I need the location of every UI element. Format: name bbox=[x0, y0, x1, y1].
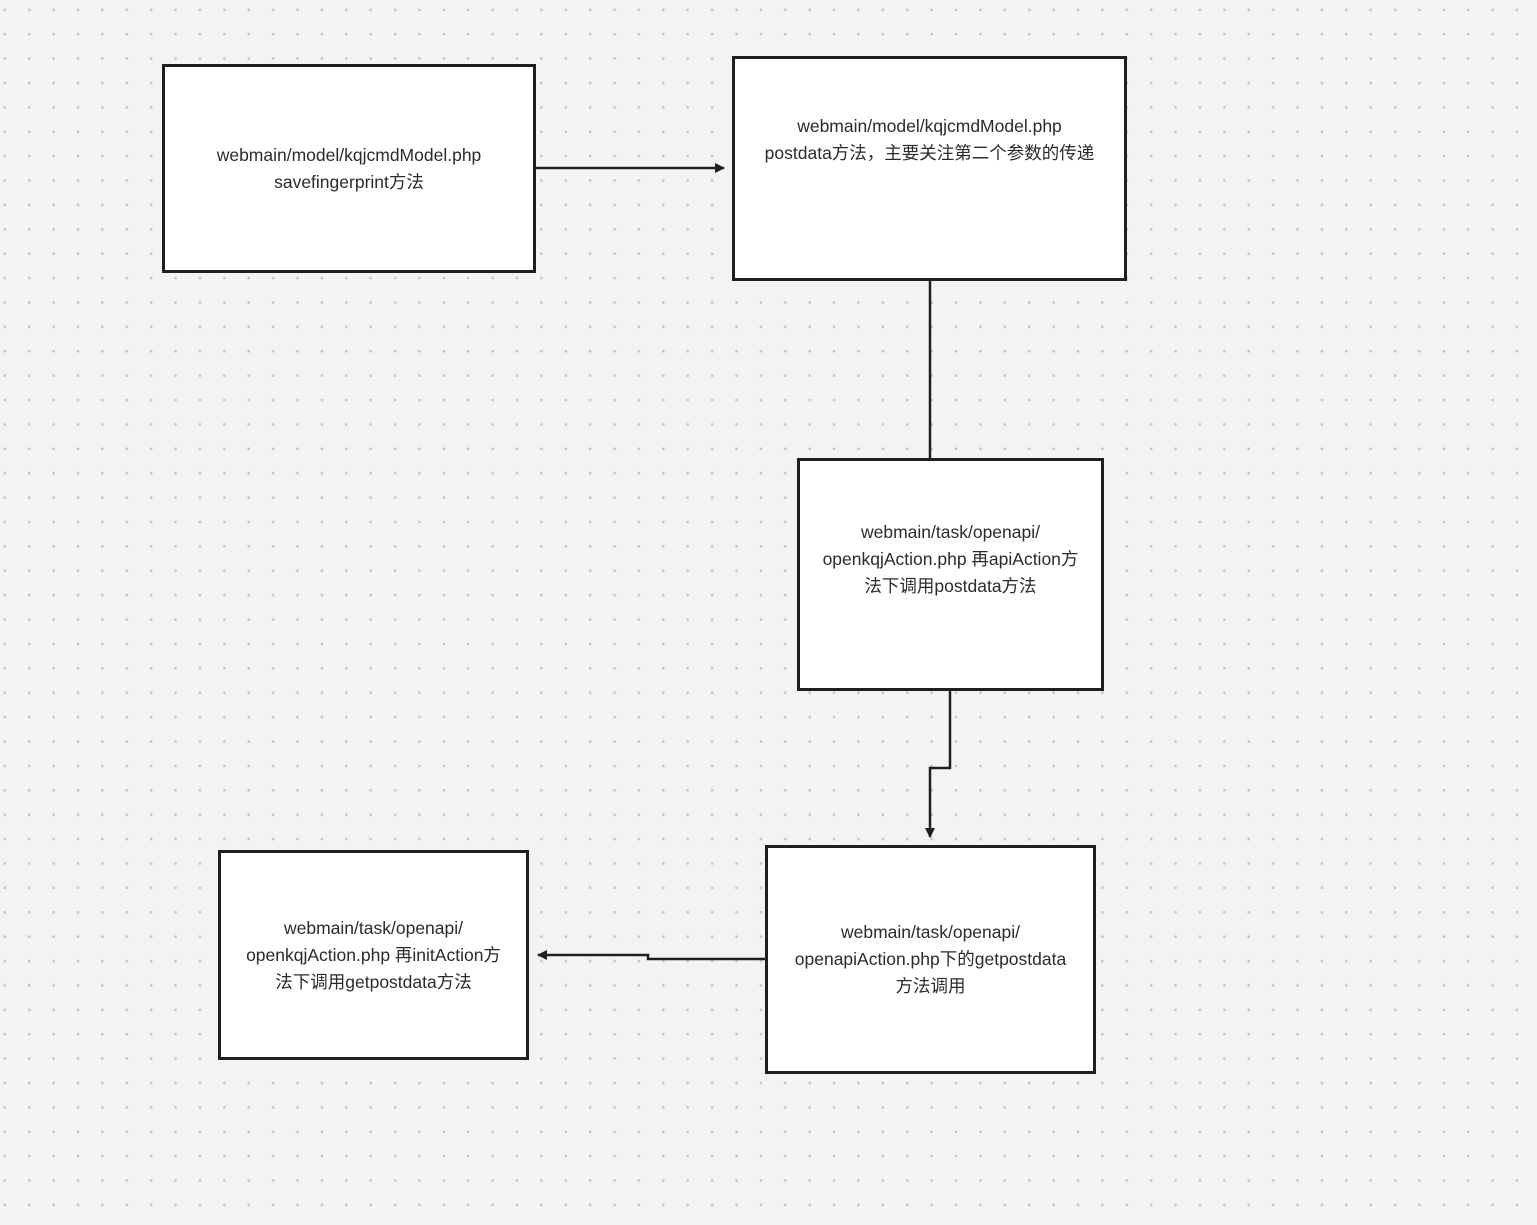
node-label-line: 法下调用postdata方法 bbox=[864, 576, 1037, 596]
node-initaction[interactable]: webmain/task/openapi/ openkqjAction.php … bbox=[218, 850, 529, 1060]
node-label-line: webmain/task/openapi/ bbox=[860, 522, 1040, 542]
node-label-line: openapiAction.php下的getpostdata bbox=[794, 949, 1067, 969]
node-label-line: webmain/task/openapi/ bbox=[840, 922, 1020, 942]
node-postdata[interactable]: webmain/model/kqjcmdModel.php postdata方法… bbox=[732, 56, 1127, 281]
node-getpostdata[interactable]: webmain/task/openapi/ openapiAction.php下… bbox=[765, 845, 1096, 1074]
node-label-line: 方法调用 bbox=[895, 976, 966, 996]
node-label-line: webmain/model/kqjcmdModel.php bbox=[216, 144, 482, 165]
node-label-line: 法下调用getpostdata方法 bbox=[275, 971, 472, 992]
node-label: webmain/model/kqjcmdModel.php postdata方法… bbox=[765, 113, 1095, 167]
edge-n3-to-n4[interactable] bbox=[925, 691, 952, 838]
node-label: webmain/model/kqjcmdModel.php savefinger… bbox=[217, 142, 482, 196]
node-label-line: webmain/model/kqjcmdModel.php bbox=[797, 116, 1062, 136]
node-label-line: savefingerprint方法 bbox=[274, 171, 424, 192]
node-label: webmain/task/openapi/ openapiAction.php下… bbox=[795, 919, 1066, 1000]
node-label-line: postdata方法，主要关注第二个参数的传递 bbox=[764, 143, 1095, 163]
node-apiaction[interactable]: webmain/task/openapi/ openkqjAction.php … bbox=[797, 458, 1104, 691]
node-label-line: openkqjAction.php 再initAction方 bbox=[246, 944, 501, 965]
node-label: webmain/task/openapi/ openkqjAction.php … bbox=[246, 915, 501, 996]
node-label-line: webmain/task/openapi/ bbox=[284, 917, 463, 938]
node-label: webmain/task/openapi/ openkqjAction.php … bbox=[823, 519, 1079, 600]
edge-n4-to-n5[interactable] bbox=[537, 950, 765, 961]
node-savefingerprint[interactable]: webmain/model/kqjcmdModel.php savefinger… bbox=[162, 64, 536, 273]
node-label-line: openkqjAction.php 再apiAction方 bbox=[822, 549, 1079, 569]
